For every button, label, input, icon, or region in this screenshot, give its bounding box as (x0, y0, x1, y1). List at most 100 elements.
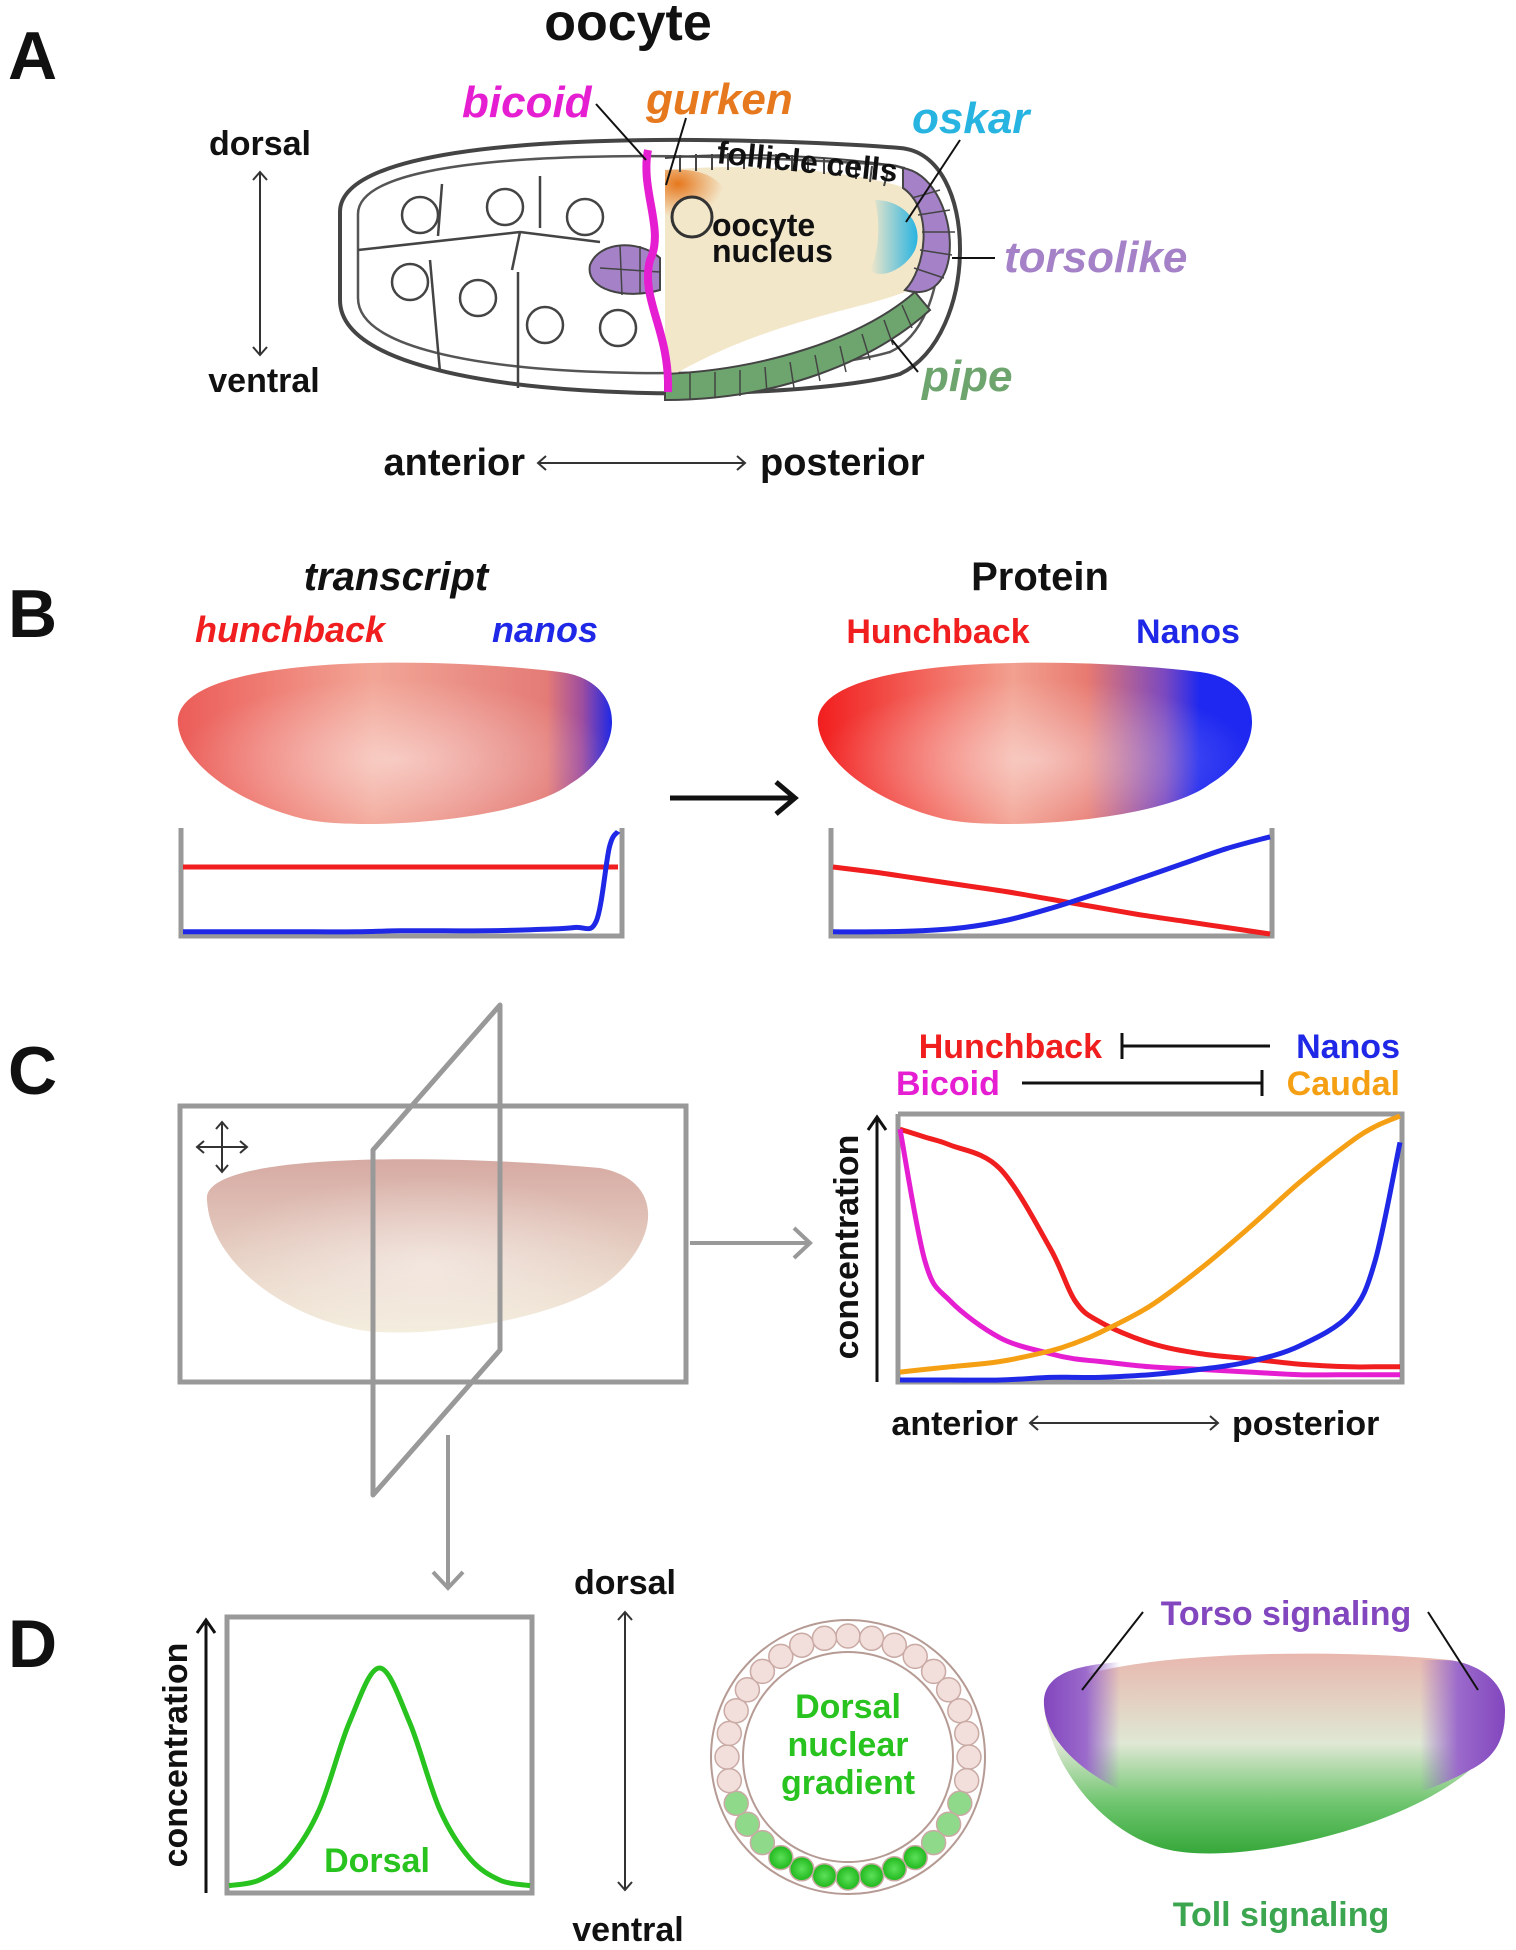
panel-a-letter: A (8, 18, 57, 94)
frontal-plane (177, 1103, 689, 1385)
dorsal-curve-label: Dorsal (324, 1842, 430, 1880)
panel-a: A oocyte (8, 0, 1187, 484)
torso-signaling-label: Torso signaling (1161, 1595, 1412, 1633)
panel-b-letter: B (8, 576, 57, 652)
dorsal-ventral-arrow-d (617, 1610, 633, 1892)
oocyte-cytoplasm (665, 167, 928, 380)
panel-c-letter: C (8, 1033, 57, 1109)
dv-plot-y-axis (195, 1617, 217, 1893)
ap-plot-ylabel: concentration (828, 1135, 866, 1360)
nucleus (835, 1623, 861, 1649)
bicoid-anterior-line (642, 149, 673, 393)
label-oocyte-nucleus-2: nucleus (712, 233, 833, 269)
nucleus (734, 1677, 761, 1703)
transcript-embryo-shading (177, 662, 613, 825)
nucleus (788, 1632, 815, 1658)
nucleus (811, 1625, 838, 1652)
label-ventral-d: ventral (572, 1911, 684, 1949)
panel-a-leader-lines (595, 103, 995, 373)
nucleus (858, 1862, 885, 1889)
panel-b: B transcript hunchback nanos Protein Hun… (8, 555, 1275, 939)
panel-c-embryo-shading (206, 1159, 649, 1333)
label-anterior-a: anterior (384, 442, 526, 484)
nucleus (920, 1658, 947, 1685)
label-anterior-c: anterior (891, 1405, 1018, 1443)
gradient-label-1: Dorsal (795, 1688, 901, 1726)
label-posterior-a: posterior (760, 442, 925, 484)
nucleus (723, 1697, 749, 1724)
label-oskar: oskar (912, 94, 1032, 143)
panel-a-title: oocyte (544, 0, 712, 52)
panel-d-embryo (1043, 1653, 1500, 1854)
nucleus (902, 1643, 928, 1670)
anterior-posterior-arrow-a (536, 455, 747, 471)
series-line-hunchback (832, 864, 1271, 937)
arrow-to-ap-plot (690, 1226, 813, 1260)
gradient-label-2: nuclear (788, 1726, 909, 1764)
nucleus (881, 1856, 908, 1882)
cross-section-inner (742, 1651, 954, 1863)
series-line-nanos (899, 1141, 1403, 1383)
dv-plot-lines (228, 1665, 531, 1889)
torso-anterior (1043, 1662, 1120, 1790)
nucleus (902, 1844, 928, 1871)
transcript-plot-lines (183, 829, 621, 935)
label-oocyte-nucleus-1: oocyte (712, 207, 815, 243)
gradient-label-3: gradient (781, 1764, 915, 1802)
series-line-bicoid (897, 1128, 1400, 1378)
dv-plot-ylabel: concentration (157, 1643, 195, 1868)
nucleus (768, 1643, 794, 1670)
repression-symbols (1022, 1033, 1270, 1096)
series-line-dorsal (228, 1665, 531, 1889)
protein-plot-lines (832, 834, 1271, 937)
nurse-cell-nuclei (390, 187, 638, 348)
legend-nanos: Nanos (1296, 1028, 1400, 1066)
nucleus (953, 1767, 980, 1794)
pipe-cells (664, 290, 932, 402)
nucleus (956, 1744, 982, 1770)
legend-caudal: Caudal (1287, 1065, 1400, 1103)
label-bicoid: bicoid (462, 78, 593, 127)
series-line-nanos (832, 834, 1271, 935)
nucleus (920, 1829, 947, 1856)
nurse-cell-walls (357, 176, 601, 388)
anterior-posterior-arrow-c (1028, 1415, 1220, 1431)
label-torsolike: torsolike (1004, 233, 1187, 282)
nucleus (858, 1625, 885, 1652)
ap-plot-frame (895, 1111, 1405, 1385)
label-ventral-a: ventral (208, 362, 320, 400)
nucleus (935, 1677, 962, 1703)
oskar-region (870, 200, 918, 274)
nucleus (768, 1844, 794, 1871)
arrow-to-dv-plot (431, 1435, 465, 1591)
transcript-to-protein-arrow (670, 780, 799, 816)
toll-signaling-label: Toll signaling (1173, 1896, 1390, 1934)
nucleus (947, 1697, 973, 1724)
nucleus (947, 1790, 973, 1817)
nucleus (749, 1829, 776, 1856)
panel-d-letter: D (8, 1606, 57, 1682)
nucleus (723, 1790, 749, 1817)
label-pipe: pipe (921, 352, 1012, 401)
protein-title: Protein (971, 555, 1109, 599)
torso-posterior (1420, 1660, 1506, 1792)
follicle-cell-dividers (679, 153, 889, 187)
legend-bicoid: Bicoid (896, 1065, 1000, 1103)
nucleus (714, 1744, 740, 1770)
protein-embryo-shading (817, 662, 1253, 825)
label-posterior-c: posterior (1232, 1405, 1379, 1443)
protein-hunchback-label: Hunchback (846, 613, 1029, 651)
nucleus (811, 1862, 838, 1889)
nucleus (734, 1811, 761, 1837)
transcript-hunchback-label: hunchback (195, 609, 387, 650)
label-dorsal-a: dorsal (209, 125, 311, 163)
protein-plot-frame (828, 828, 1275, 939)
transcript-nanos-label: nanos (492, 609, 598, 650)
transcript-title: transcript (304, 555, 490, 599)
ap-plot-lines (897, 1113, 1403, 1383)
label-gurken: gurken (645, 75, 793, 124)
nucleus (881, 1632, 908, 1658)
nucleus (953, 1720, 980, 1747)
nucleus (935, 1811, 962, 1837)
